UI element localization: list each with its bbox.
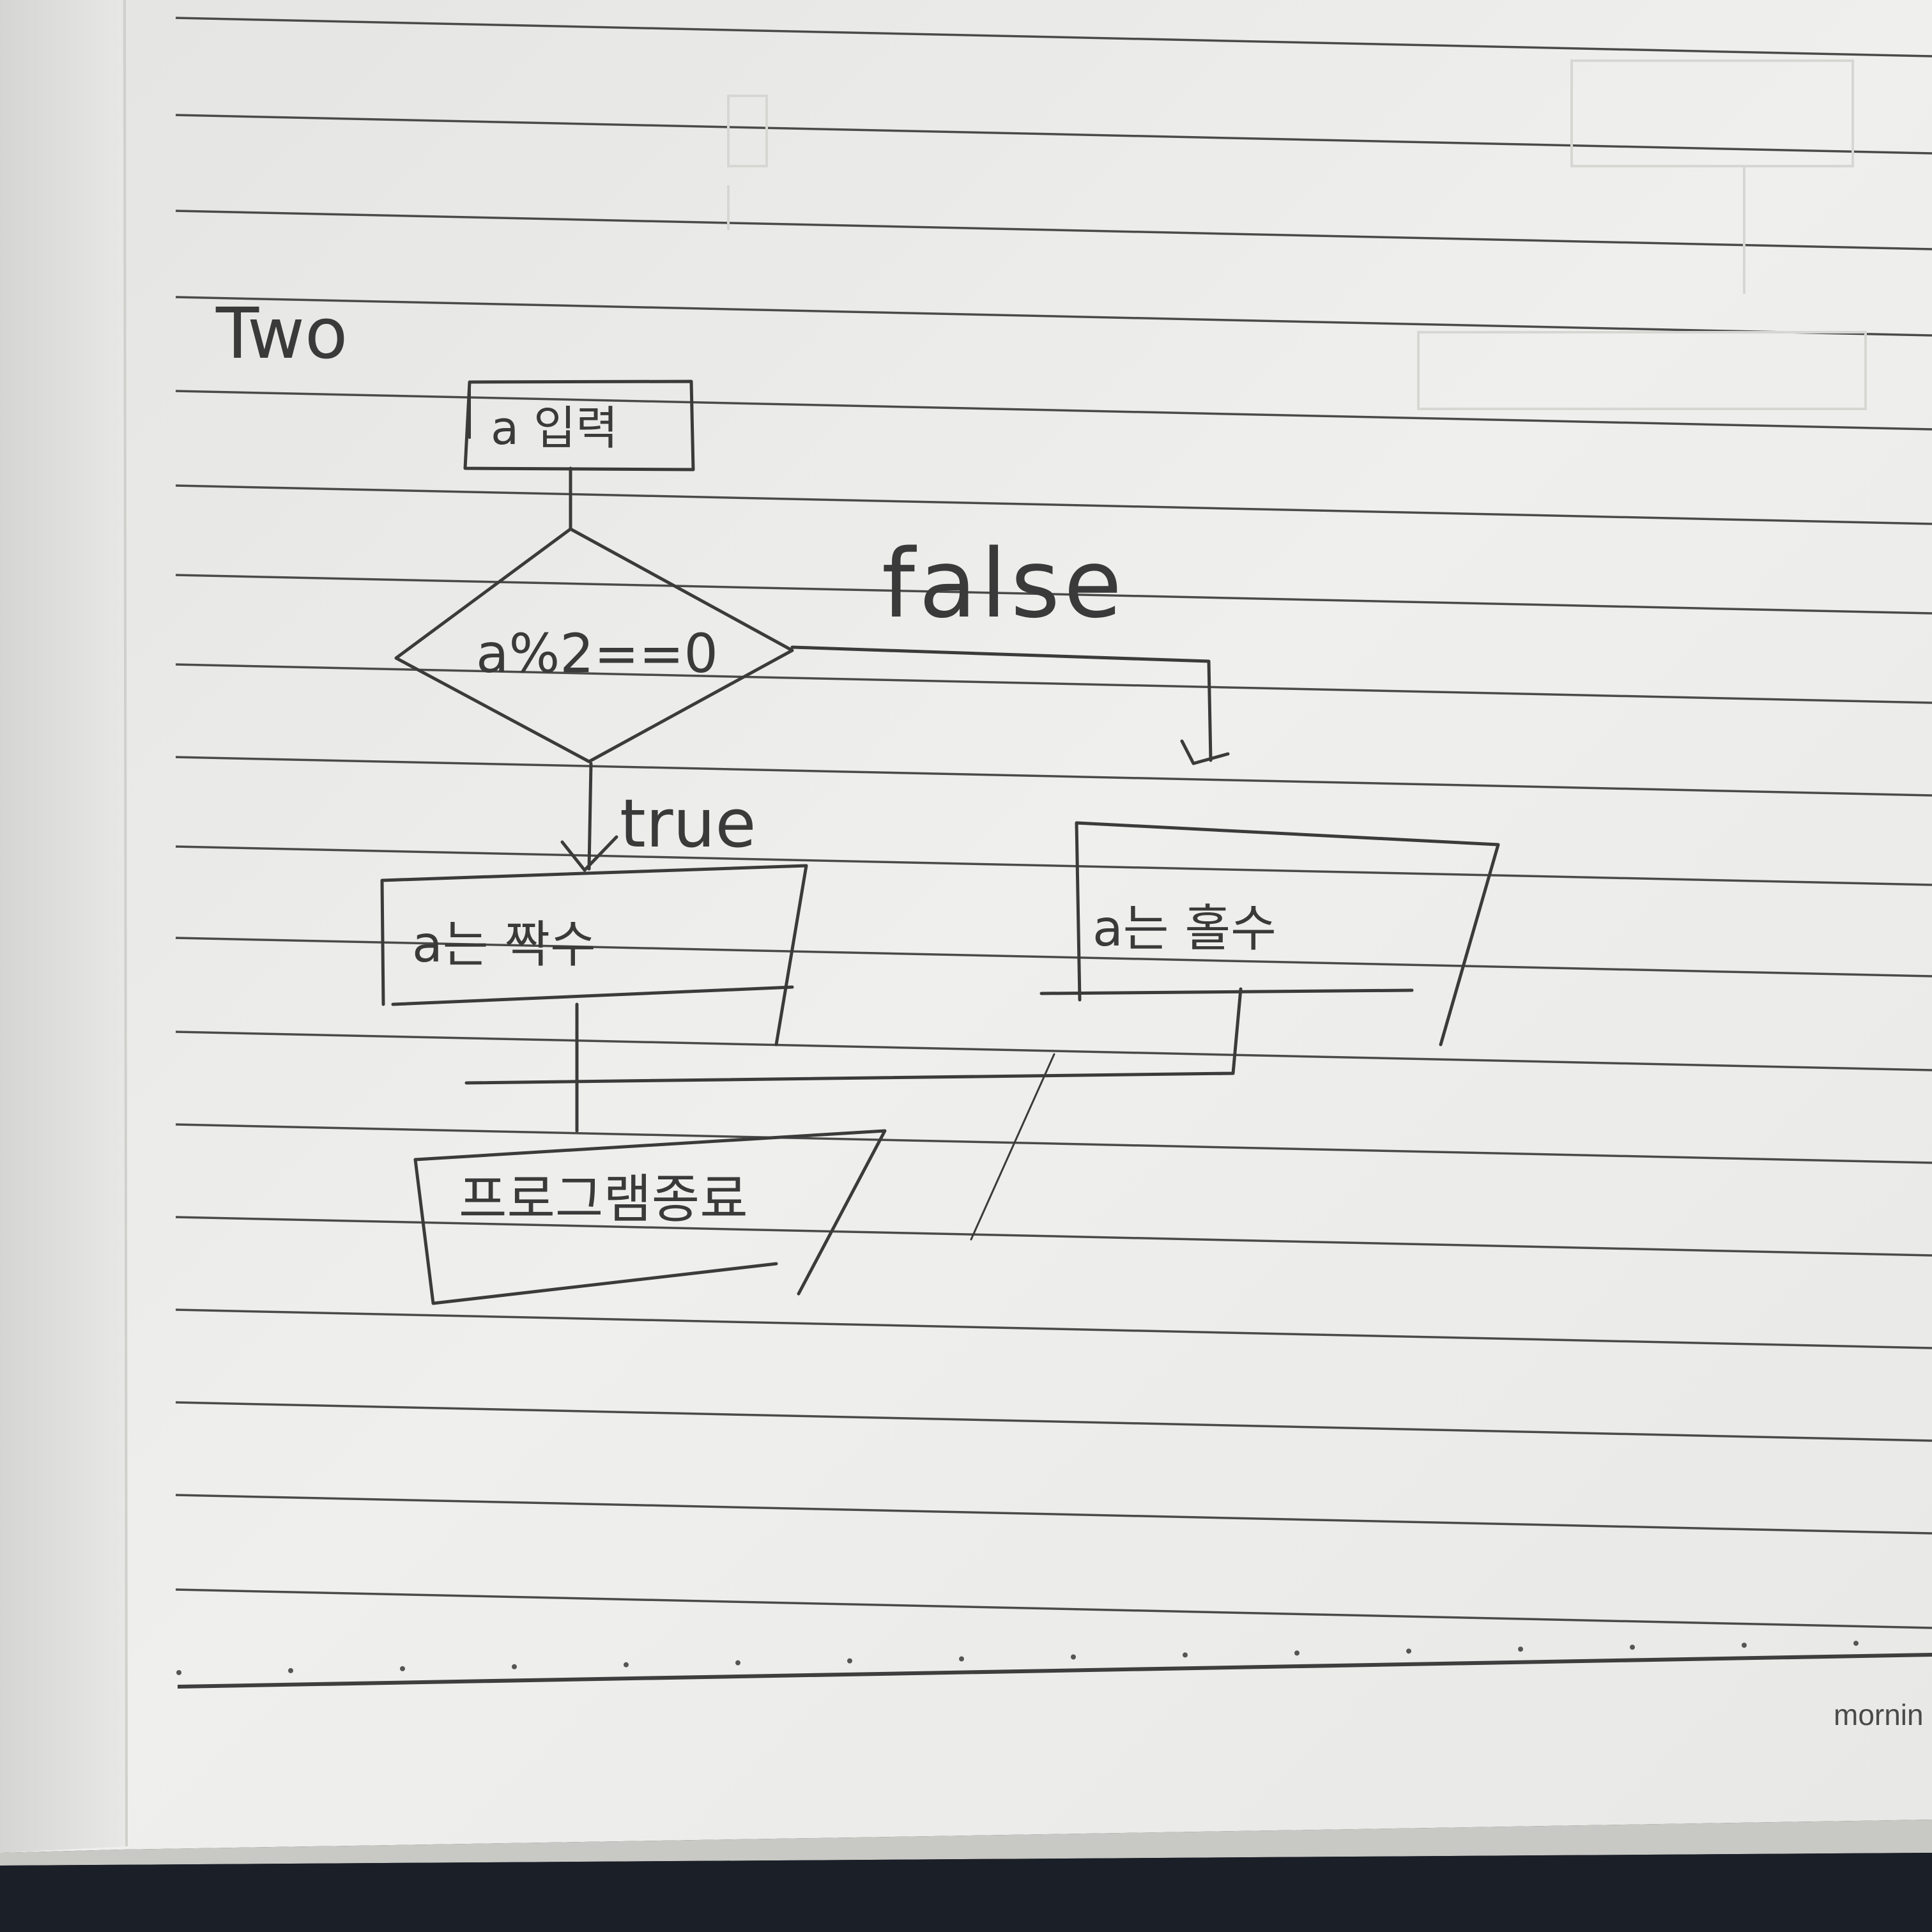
even-output-label: a는 짝수 [412, 916, 596, 974]
margin-dot [735, 1660, 740, 1666]
bottom-dot-row [176, 1641, 1859, 1675]
margin-dot [847, 1658, 852, 1664]
ruled-line [175, 17, 1932, 57]
background-desk [0, 1853, 1932, 1932]
notebook-page [0, 0, 1932, 1866]
false-label: false [882, 529, 1126, 639]
margin-dot [1071, 1654, 1076, 1660]
ruled-line [175, 1216, 1932, 1257]
ruled-line [175, 210, 1932, 250]
ruled-line [175, 574, 1932, 615]
ruled-lines [175, 17, 1932, 1689]
ruled-line [175, 1031, 1932, 1071]
even-output-box: a는 짝수 [380, 864, 808, 1046]
ruled-line [175, 1588, 1932, 1629]
margin-dot [1183, 1652, 1188, 1658]
margin-dot [1294, 1650, 1300, 1656]
ruled-line [175, 1308, 1932, 1349]
ruled-line [175, 1123, 1932, 1164]
ruled-line [175, 484, 1932, 525]
input-label: a 입력 [491, 401, 618, 455]
merge-connectors [464, 987, 1243, 1241]
flowchart: a 입력 a%2==0 false true a는 짝수 [380, 379, 1500, 1305]
ruled-line [175, 114, 1932, 155]
end-label: 프로그램종료 [459, 1169, 748, 1230]
decision-condition: a%2==0 [476, 622, 718, 685]
input-box: a 입력 [463, 379, 695, 471]
decision-diamond: a%2==0 [394, 527, 794, 763]
ruled-line [175, 296, 1932, 337]
odd-output-label: a는 홀수 [1092, 900, 1276, 958]
ruled-line [175, 756, 1932, 797]
ruled-line [175, 663, 1932, 704]
false-branch: false [790, 529, 1230, 765]
brand-logo-text: mornin [1834, 1698, 1924, 1731]
ruled-line [175, 1494, 1932, 1535]
margin-dot [959, 1656, 964, 1662]
true-branch: true [560, 762, 756, 872]
margin-dot [1853, 1641, 1859, 1646]
ruled-line [175, 845, 1932, 886]
ruled-line [175, 937, 1932, 977]
bottom-margin-line [177, 1653, 1932, 1689]
margin-dot [400, 1666, 405, 1671]
ruled-line [175, 1401, 1932, 1442]
odd-output-box: a는 홀수 [1039, 821, 1500, 1046]
margin-dot [1518, 1646, 1523, 1652]
margin-dot [624, 1662, 629, 1667]
true-label: true [620, 785, 756, 862]
end-box: 프로그램종료 [413, 1129, 887, 1305]
margin-dot [288, 1667, 293, 1673]
margin-dot [176, 1669, 181, 1675]
margin-dot [1630, 1644, 1635, 1650]
bleed-through-marks [727, 59, 1867, 410]
margin-dot [1406, 1648, 1411, 1654]
margin-dot [1742, 1643, 1747, 1648]
page-heading: Two [215, 293, 348, 374]
margin-dot [512, 1664, 517, 1669]
